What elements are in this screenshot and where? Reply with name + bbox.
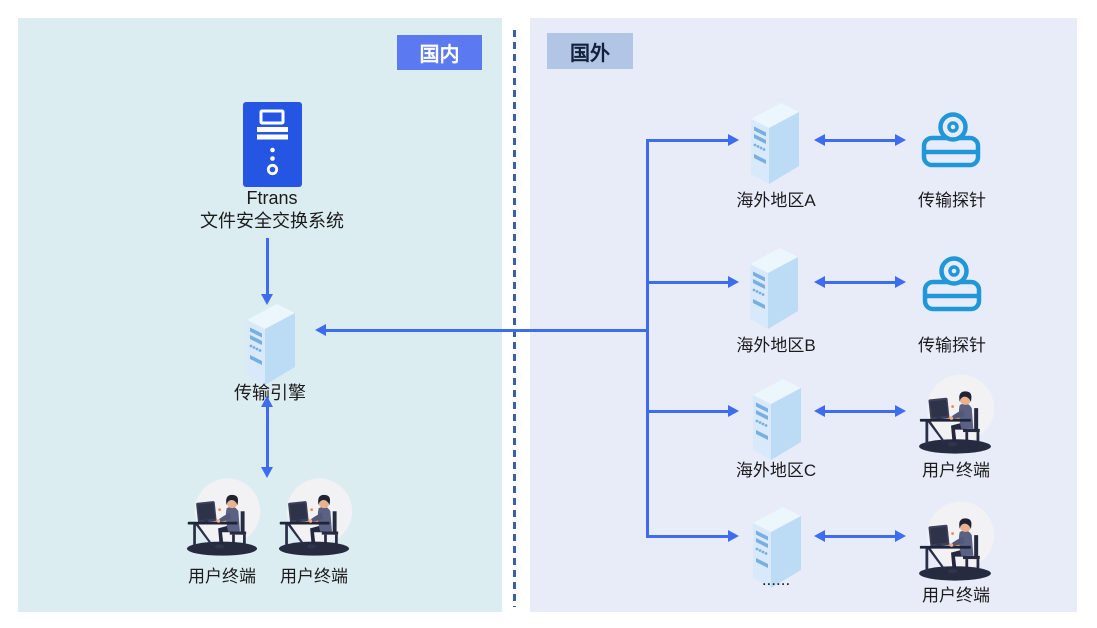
person-at-computer-icon: [915, 373, 995, 456]
branch-line-a: [646, 139, 728, 142]
probe-icon: [921, 254, 985, 314]
branch-line-b: [646, 281, 728, 284]
arrowhead-left-icon: [814, 405, 825, 417]
overseas-server-a-label: 海外地区A: [736, 191, 816, 210]
arrow-overseas-to-engine: [326, 329, 647, 332]
arrowhead-right-icon: [728, 405, 739, 417]
branch-line-d: [646, 535, 728, 538]
probe-b-label: 传输探针: [918, 336, 986, 355]
engine-label: 传输引擎: [234, 383, 306, 403]
ftrans-label: Ftrans 文件安全交换系统: [142, 187, 402, 233]
probe-icon: [920, 110, 984, 170]
arrowhead-right-icon: [895, 405, 906, 417]
overseas-server-b-label: 海外地区B: [736, 336, 816, 355]
overseas-server-d-label: ......: [761, 570, 791, 589]
overseas-terminal-c-label: 用户终端: [922, 461, 990, 480]
person-at-computer-icon: [183, 477, 261, 558]
arrowhead-left-icon: [315, 324, 326, 336]
engine-server-icon: [240, 301, 302, 385]
arrowhead-right-icon: [728, 530, 739, 542]
arrowhead-left-icon: [814, 276, 825, 288]
arrow-ftrans-to-engine: [266, 238, 269, 295]
ftrans-desc: 文件安全交换系统: [200, 211, 344, 231]
overseas-server-icon: [746, 376, 808, 460]
link-server-endpoint-b: [825, 281, 895, 284]
probe-a-label: 传输探针: [918, 191, 986, 210]
overseas-server-c-label: 海外地区C: [735, 461, 817, 480]
person-at-computer-icon: [915, 500, 995, 583]
domestic-terminal-1-label: 用户终端: [188, 567, 256, 586]
arrowhead-right-icon: [895, 134, 906, 146]
link-server-endpoint-c: [825, 410, 895, 413]
overseas-region-panel: [530, 18, 1077, 612]
overseas-server-icon: [743, 245, 805, 329]
region-divider-dashed-line: [513, 30, 516, 607]
arrowhead-right-icon: [895, 530, 906, 542]
link-server-endpoint-d: [825, 535, 895, 538]
arrowhead-left-icon: [814, 134, 825, 146]
overseas-server-icon: [744, 100, 806, 184]
overseas-trunk-line: [646, 140, 649, 538]
arrowhead-up-icon: [261, 396, 273, 407]
domestic-badge: 国内: [397, 35, 482, 70]
overseas-badge: 国外: [547, 33, 633, 69]
arrowhead-down-icon: [261, 467, 273, 478]
arrow-engine-terminals: [266, 405, 269, 468]
arrowhead-right-icon: [728, 276, 739, 288]
link-server-endpoint-a: [825, 139, 895, 142]
ftrans-name: Ftrans: [246, 188, 298, 208]
branch-line-c: [646, 410, 728, 413]
overseas-terminal-d-label: 用户终端: [922, 586, 990, 605]
arrowhead-left-icon: [814, 530, 825, 542]
arrowhead-right-icon: [728, 134, 739, 146]
ftrans-server-icon: [243, 102, 302, 187]
arrowhead-right-icon: [895, 276, 906, 288]
arrowhead-down-icon: [261, 294, 273, 305]
domestic-terminal-2-label: 用户终端: [280, 567, 348, 586]
person-at-computer-icon: [275, 477, 353, 558]
